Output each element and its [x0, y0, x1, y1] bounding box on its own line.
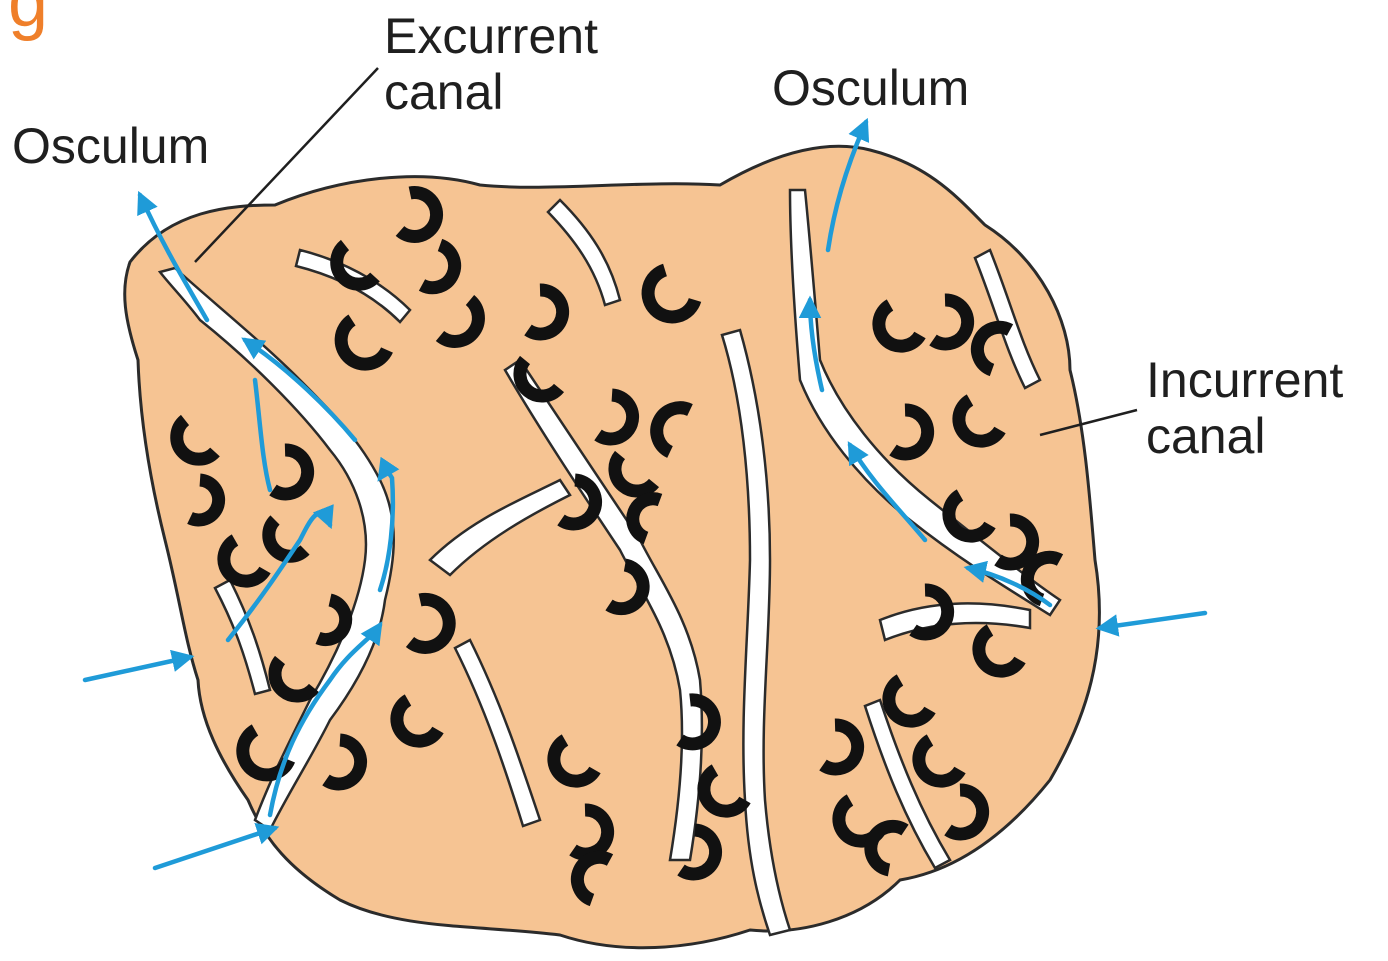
incurrent-arrow-left-upper [85, 657, 190, 680]
label-incurrent-line2: canal [1146, 408, 1343, 464]
label-osculum-left: Osculum [12, 118, 209, 174]
label-incurrent-canal: Incurrent canal [1146, 352, 1343, 464]
incurrent-arrow-right [1100, 613, 1205, 628]
label-excurrent-canal: Excurrent canal [384, 8, 598, 120]
label-excurrent-line2: canal [384, 64, 598, 120]
label-incurrent-line1: Incurrent [1146, 352, 1343, 408]
label-excurrent-line1: Excurrent [384, 8, 598, 64]
label-osculum-right: Osculum [772, 60, 969, 116]
incurrent-arrow-left-lower [155, 828, 275, 868]
label-osculum-right-text: Osculum [772, 60, 969, 116]
label-osculum-left-text: Osculum [12, 118, 209, 174]
